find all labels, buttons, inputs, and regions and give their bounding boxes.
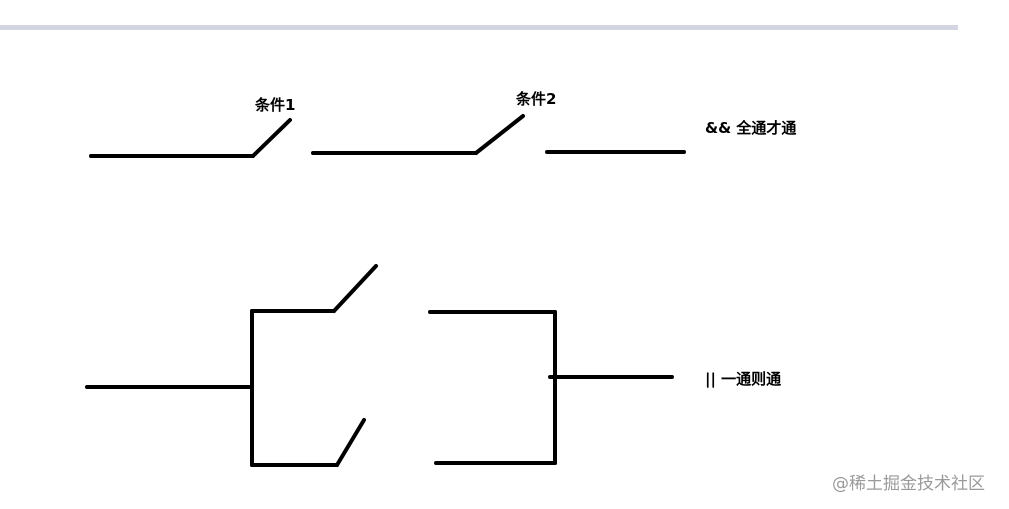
lower-switch-blade <box>335 418 366 467</box>
switch-1-blade <box>251 118 292 158</box>
switch-2-blade <box>474 114 525 155</box>
upper-switch-blade <box>332 264 378 313</box>
parallel-circuit <box>85 264 674 467</box>
condition-1-label: 条件1 <box>254 96 295 114</box>
top-divider-bar <box>0 25 958 30</box>
series-circuit <box>89 114 686 158</box>
condition-2-label: 条件2 <box>515 90 556 108</box>
or-caption: || 一通则通 <box>705 370 781 389</box>
and-caption: && 全通才通 <box>705 119 796 137</box>
watermark: @稀土掘金技术社区 <box>832 474 985 494</box>
